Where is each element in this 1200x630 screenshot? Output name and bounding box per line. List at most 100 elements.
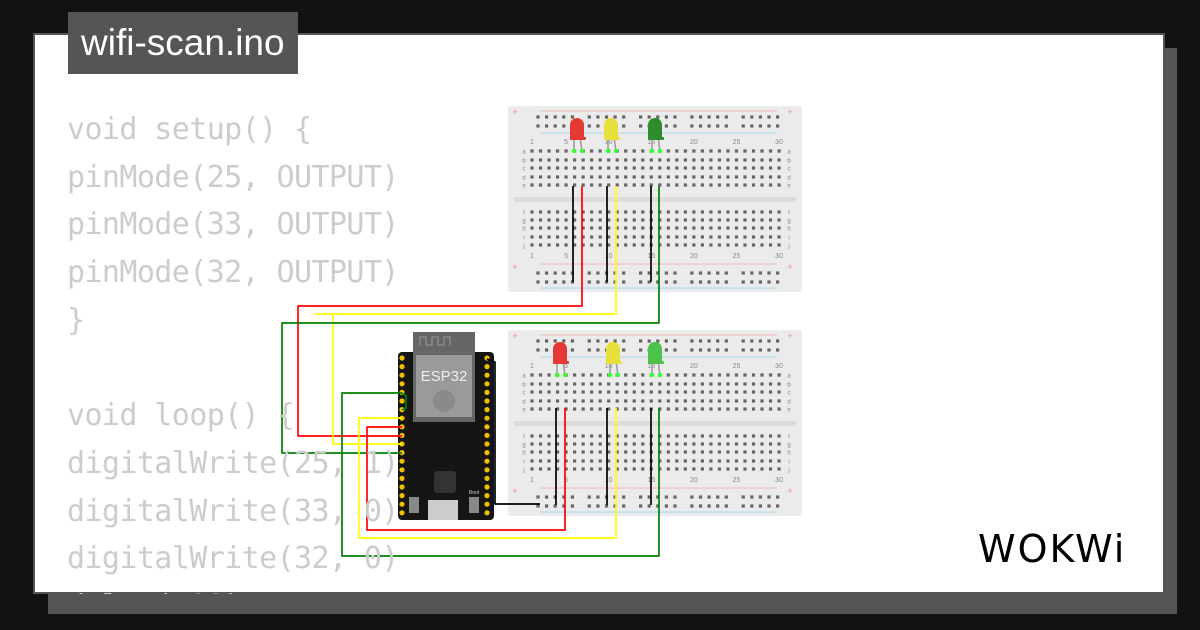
- breadboard-hole: [777, 382, 781, 386]
- breadboard-hole: [675, 407, 679, 411]
- breadboard-hole: [726, 442, 730, 446]
- rail-hole: [758, 495, 762, 499]
- breadboard-hole: [590, 210, 594, 214]
- breadboard-hole: [768, 158, 773, 162]
- breadboard-hole: [624, 243, 628, 247]
- breadboard-hole: [692, 467, 696, 471]
- rail-hole: [553, 115, 557, 119]
- rail-hole: [613, 495, 617, 499]
- breadboard-hole: [717, 434, 722, 438]
- breadboard-hole: [726, 434, 730, 438]
- breadboard-hole: [675, 459, 679, 463]
- boot-button: [469, 497, 479, 513]
- breadboard-hole: [564, 175, 568, 179]
- breadboard-hole: [777, 175, 781, 179]
- column-number: 20: [690, 139, 698, 146]
- breadboard-hole: [632, 467, 636, 471]
- row-label: h: [787, 227, 790, 233]
- breadboard-hole: [598, 243, 602, 247]
- breadboard-hole: [777, 450, 781, 454]
- breadboard-hole: [709, 459, 713, 463]
- breadboard-hole: [624, 183, 628, 187]
- rail-hole: [570, 504, 574, 508]
- breadboard-hole: [734, 373, 739, 377]
- breadboard-hole: [777, 149, 781, 153]
- rail-hole: [664, 124, 668, 128]
- rail-hole: [767, 280, 771, 284]
- breadboard-hole: [530, 243, 534, 247]
- column-number: 1: [530, 477, 534, 484]
- breadboard-hole: [564, 149, 568, 153]
- led-body: [553, 342, 567, 363]
- breadboard-hole: [675, 434, 679, 438]
- breadboard-hole: [615, 442, 619, 446]
- breadboard-hole: [632, 210, 636, 214]
- row-label: e: [787, 184, 791, 190]
- breadboard-hole: [768, 459, 773, 463]
- breadboard-hole: [581, 407, 585, 411]
- breadboard-hole: [564, 226, 568, 230]
- breadboard-hole: [692, 235, 696, 239]
- breadboard-hole: [666, 183, 670, 187]
- column-number: 10: [605, 477, 613, 484]
- breadboard-hole: [692, 218, 696, 222]
- breadboard-hole: [760, 399, 764, 403]
- rail-hole: [587, 124, 591, 128]
- breadboard-hole: [675, 226, 679, 230]
- led-pin: [615, 372, 621, 378]
- breadboard-hole: [615, 434, 619, 438]
- breadboard-hole: [641, 218, 645, 222]
- rail-hole: [724, 504, 728, 508]
- breadboard-hole: [777, 434, 781, 438]
- breadboard-hole: [624, 226, 628, 230]
- breadboard-hole: [615, 175, 619, 179]
- rail-hole: [741, 495, 745, 499]
- breadboard-hole: [598, 373, 602, 377]
- breadboard-hole: [641, 434, 645, 438]
- breadboard-hole: [675, 442, 679, 446]
- breadboard-hole: [717, 373, 722, 377]
- breadboard-hole: [709, 210, 713, 214]
- breadboard-hole: [530, 407, 534, 411]
- rail-hole: [639, 271, 643, 275]
- esp32-chip: [434, 471, 456, 493]
- esp32-pin: [484, 381, 490, 387]
- breadboard-hole: [777, 235, 781, 239]
- breadboard-hole: [666, 390, 670, 394]
- rail-hole: [553, 271, 557, 275]
- breadboard-hole: [709, 218, 713, 222]
- breadboard-hole: [734, 218, 739, 222]
- breadboard-hole: [632, 382, 636, 386]
- breadboard-hole: [555, 218, 560, 222]
- led-rim: [648, 361, 664, 364]
- breadboard-hole: [607, 175, 611, 179]
- rail-hole: [536, 339, 540, 343]
- breadboard-hole: [641, 243, 645, 247]
- breadboard-hole: [717, 149, 722, 153]
- rail-hole: [724, 124, 728, 128]
- row-label: c: [788, 391, 791, 397]
- breadboard-hole: [751, 158, 756, 162]
- breadboard-hole: [760, 450, 764, 454]
- rail-hole: [767, 339, 771, 343]
- breadboard-hole: [700, 399, 704, 403]
- row-label: a: [522, 374, 526, 380]
- breadboard-hole: [632, 450, 636, 454]
- breadboard-hole: [717, 459, 722, 463]
- rail-hole: [553, 280, 557, 284]
- rail-hole: [690, 280, 694, 284]
- breadboard-hole: [564, 218, 568, 222]
- led-yellow: [604, 118, 620, 154]
- breadboard-hole: [598, 226, 602, 230]
- row-label: g: [787, 219, 790, 225]
- breadboard-hole: [564, 382, 568, 386]
- breadboard-hole: [700, 158, 704, 162]
- breadboard-hole: [726, 407, 730, 411]
- breadboard-hole: [641, 158, 645, 162]
- breadboard-hole: [581, 158, 585, 162]
- esp32-pin: [484, 450, 490, 456]
- breadboard-hole: [573, 407, 577, 411]
- breadboard-hole: [624, 149, 628, 153]
- breadboard-hole: [530, 183, 534, 187]
- esp32-pin: [484, 415, 490, 421]
